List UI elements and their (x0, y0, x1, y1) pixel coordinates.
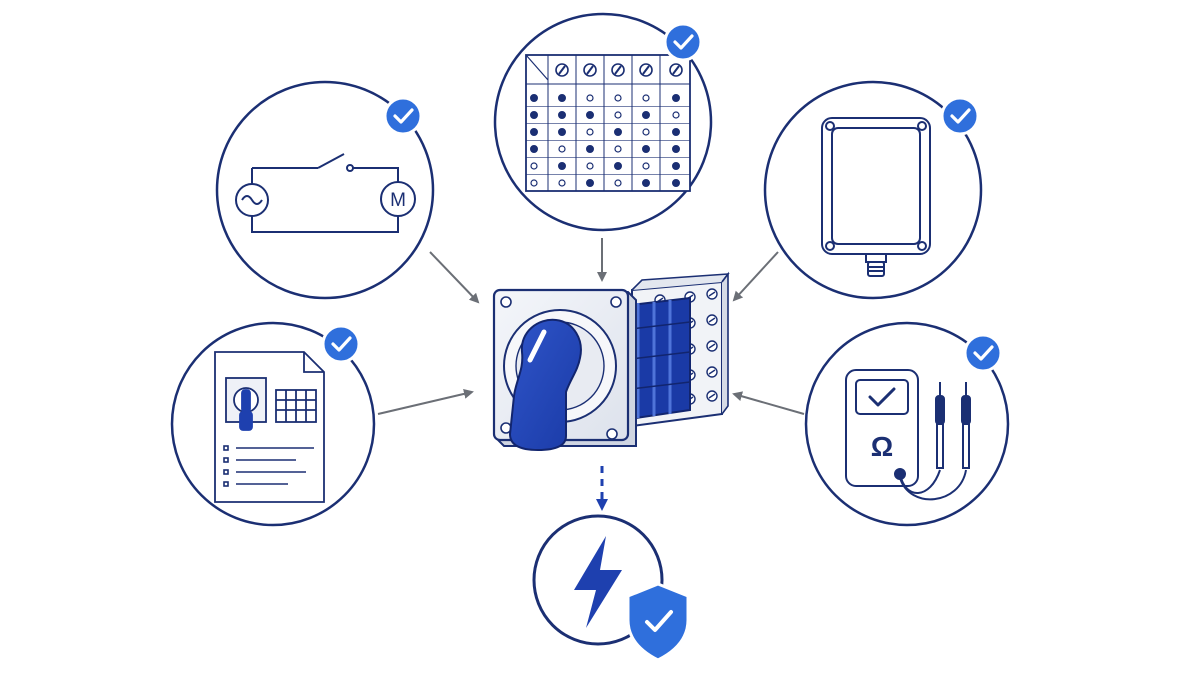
screw-slot (708, 291, 716, 297)
screw-slot (708, 343, 716, 349)
contact-open-dot (642, 94, 650, 102)
arrow-from-enclosure (732, 251, 779, 302)
node-enclosure (763, 80, 983, 300)
contact-open-dot (586, 162, 594, 170)
arrow-from-measurement (732, 391, 805, 415)
contact-closed-dot (585, 179, 594, 188)
mount-screw (610, 296, 622, 308)
contact-open-dot (614, 179, 622, 187)
contact-closed-dot (641, 110, 650, 119)
contact-closed-dot (671, 179, 680, 188)
contact-closed-dot (641, 179, 650, 188)
contact-closed-dot (529, 128, 538, 137)
lightning-bolt-icon (574, 536, 622, 628)
screw-slot (708, 317, 716, 323)
motor-circuit-icon (235, 153, 416, 233)
contact-open-dot (642, 128, 650, 136)
contact-open-dot (586, 94, 594, 102)
contact-open-dot (642, 162, 650, 170)
contact-open-dot (672, 111, 680, 119)
check-badge-icon (383, 96, 423, 136)
contact-closed-dot (613, 162, 622, 171)
connector-arrows (377, 238, 805, 415)
screw-slot (642, 65, 650, 75)
contact-closed-dot (529, 110, 538, 119)
screw-slot (708, 393, 716, 399)
contact-open-dot (558, 145, 566, 153)
screw-slot (614, 65, 622, 75)
enclosure-box-icon (821, 117, 931, 277)
node-datasheet (170, 321, 376, 527)
multimeter-icon (845, 369, 971, 501)
check-badge-icon (663, 22, 703, 62)
node-measurement: Ω (804, 321, 1010, 527)
screw-slot (586, 65, 594, 75)
contact-open-dot (530, 162, 538, 170)
node-wiring-schematic: M (215, 80, 435, 300)
screw-slot (708, 369, 716, 375)
contact-closed-dot (641, 145, 650, 154)
contact-closed-dot (585, 145, 594, 154)
contact-open-dot (614, 111, 622, 119)
contact-open-dot (530, 179, 538, 187)
motor-symbol (380, 181, 416, 217)
contact-closed-dot (529, 93, 538, 102)
contact-closed-dot (671, 128, 680, 137)
mount-screw (606, 428, 618, 440)
contact-closed-dot (585, 110, 594, 119)
contact-closed-dot (613, 128, 622, 137)
rotary-knob (508, 318, 582, 452)
contact-open-dot (614, 145, 622, 153)
contact-closed-dot (529, 145, 538, 154)
contact-closed-dot (557, 93, 566, 102)
mount-screw (500, 296, 512, 308)
contact-closed-dot (671, 162, 680, 171)
ohm-symbol: Ω (871, 431, 893, 462)
contact-closed-dot (557, 128, 566, 137)
contact-closed-dot (557, 162, 566, 171)
screw-slot (672, 65, 680, 75)
arrow-from-datasheet (377, 388, 474, 415)
shield-check-icon (626, 582, 690, 662)
rotary-cam-switch (492, 271, 730, 452)
node-ring (215, 80, 435, 300)
contact-closed-dot (671, 93, 680, 102)
document-icon (214, 351, 325, 503)
contact-closed-dot (557, 110, 566, 119)
contact-open-dot (586, 128, 594, 136)
arrow-from-wiring (429, 251, 480, 304)
screw-slot (558, 65, 566, 75)
motor-label: M (390, 190, 406, 211)
check-badge-icon (940, 96, 980, 136)
check-badge-icon (321, 324, 361, 364)
node-safe-power (532, 514, 690, 662)
check-badge-icon (963, 333, 1003, 373)
node-switching-program (493, 12, 713, 232)
contact-table-icon (525, 54, 691, 192)
contact-closed-dot (671, 145, 680, 154)
contact-open-dot (614, 94, 622, 102)
contact-open-dot (558, 179, 566, 187)
